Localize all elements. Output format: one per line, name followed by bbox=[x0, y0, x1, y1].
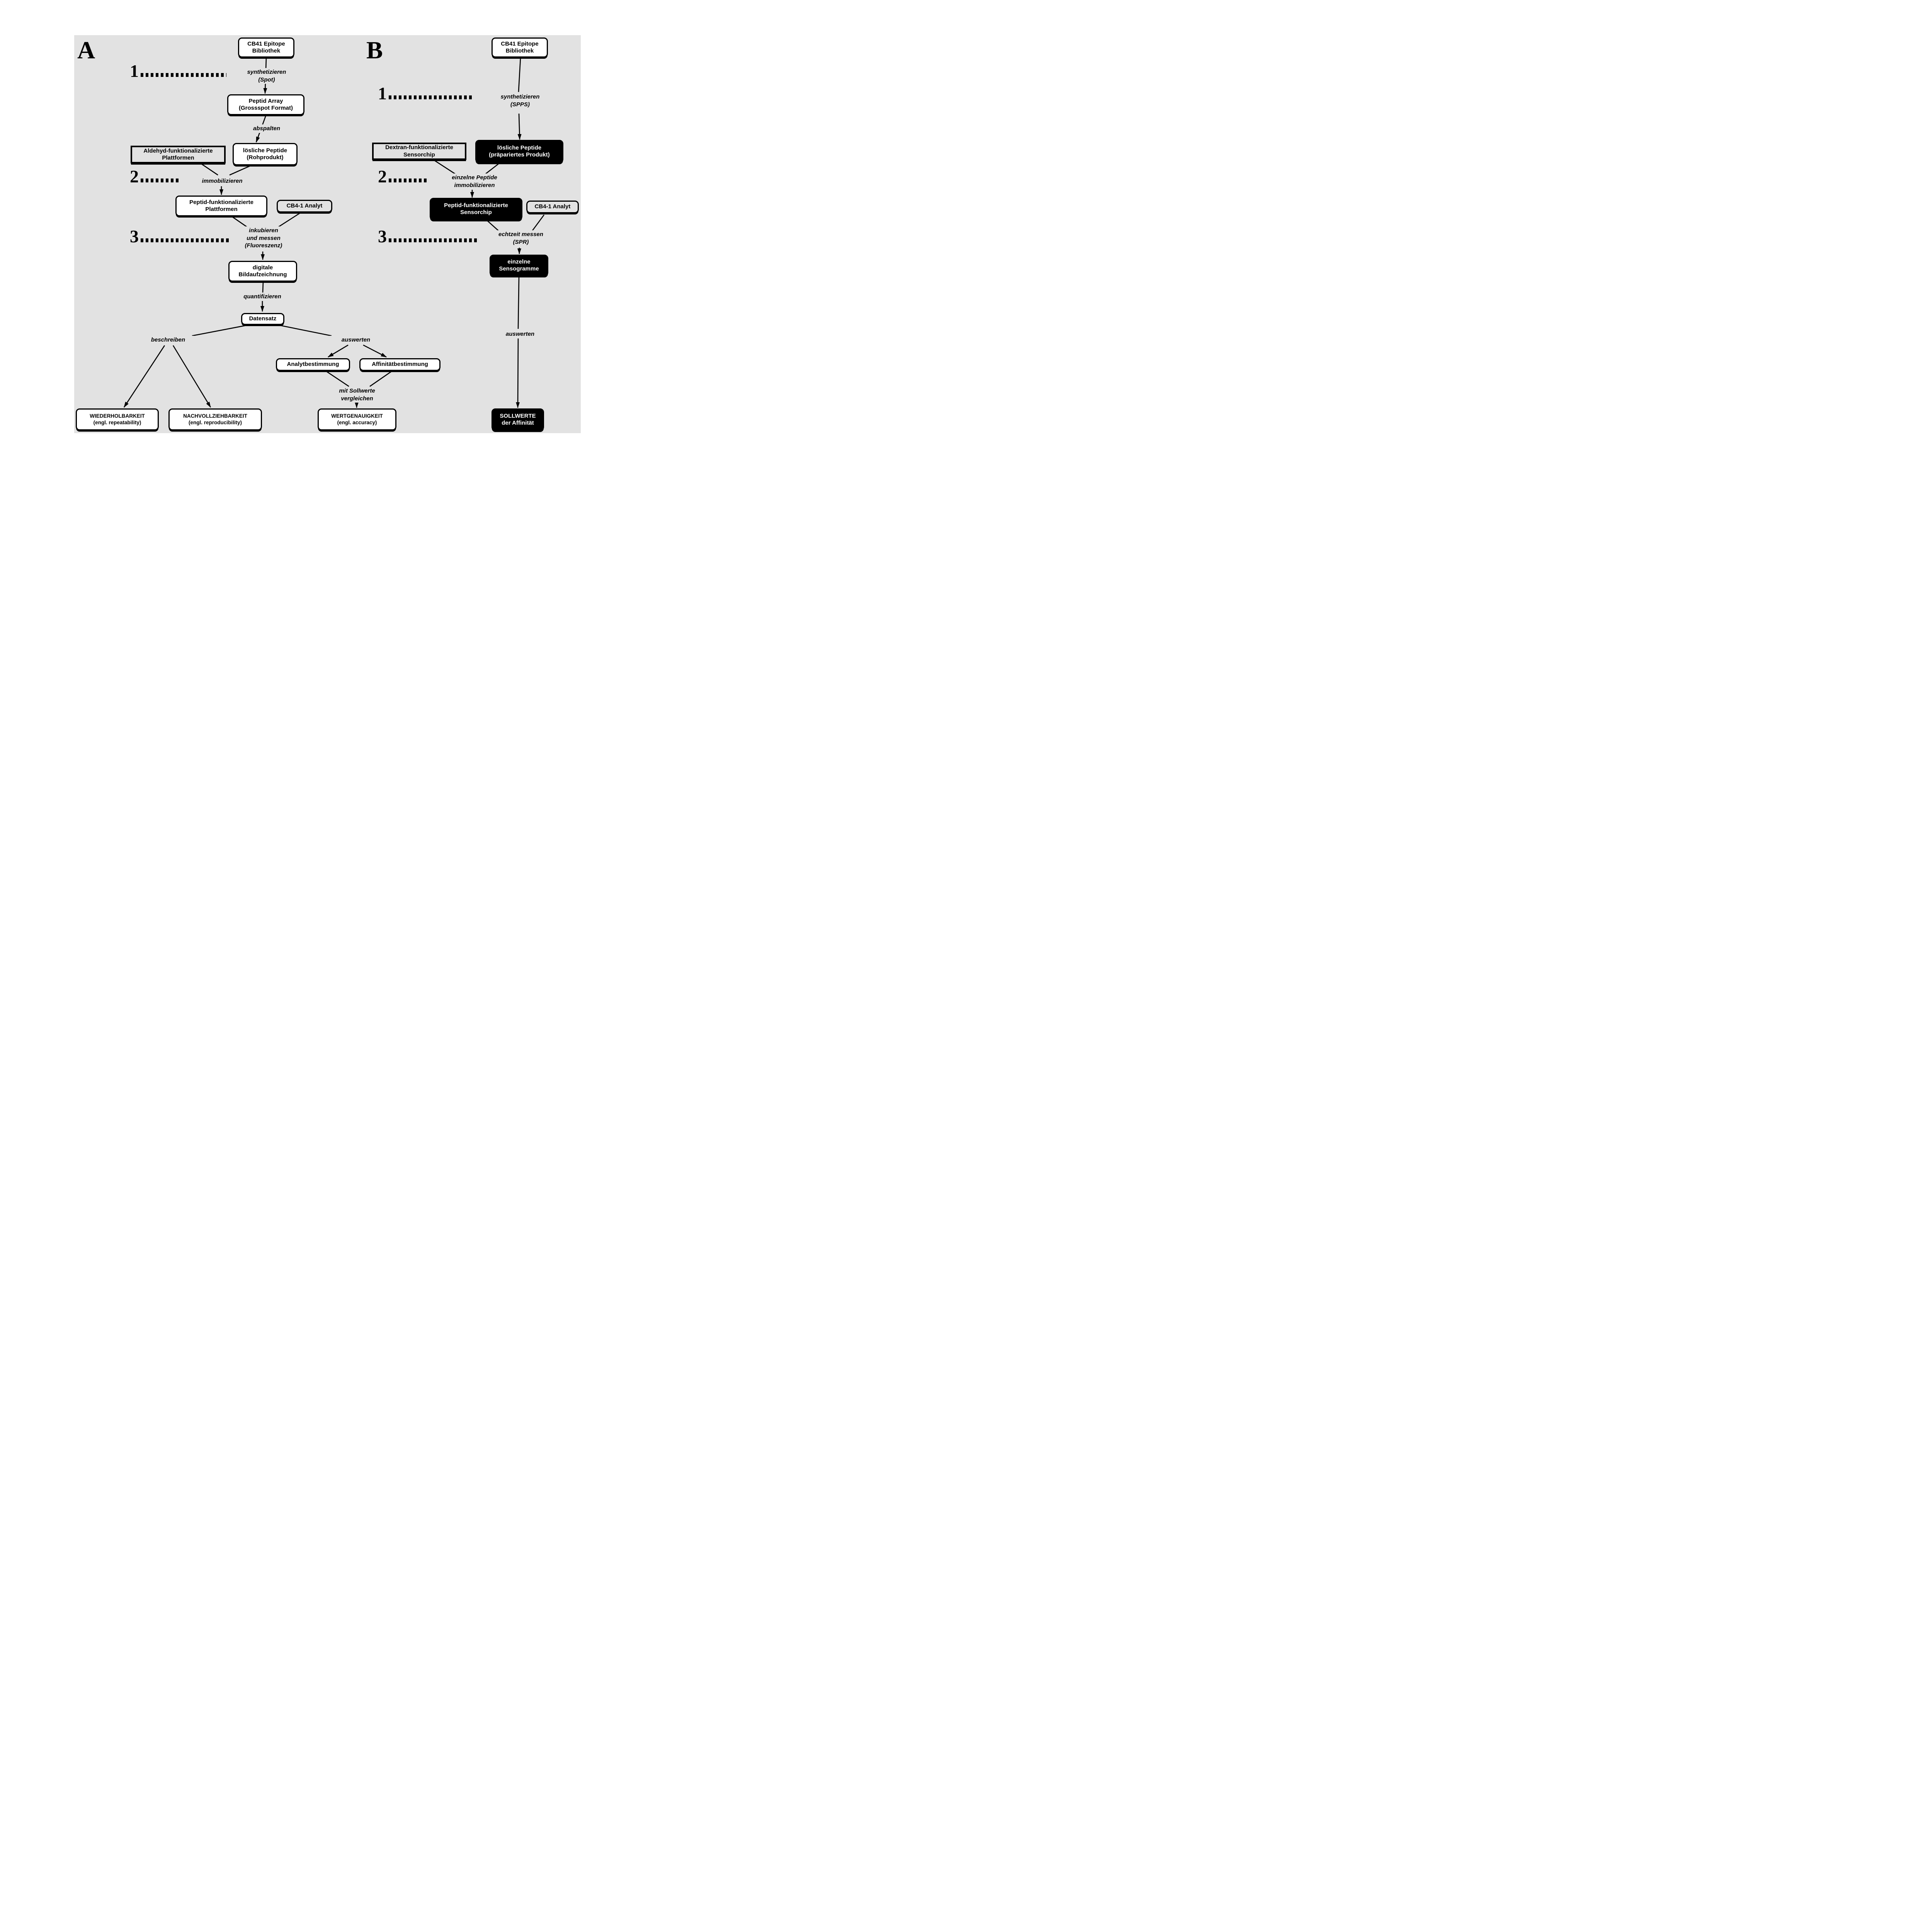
step-number: 3 bbox=[378, 226, 387, 246]
node-loesliche-peptide-praepariert: lösliche Peptide (präpariertes Produkt) bbox=[475, 140, 563, 163]
node-peptid-array: Peptid Array (Grossspot Format) bbox=[227, 94, 304, 115]
step-1-a: 1 bbox=[130, 61, 226, 81]
flow-label-quantifizieren: quantifizieren bbox=[233, 293, 292, 301]
step-3-a: 3 bbox=[130, 226, 231, 246]
flow-label-beschreiben: beschreiben bbox=[138, 336, 198, 344]
node-einzelne-sensogramme: einzelne Sensogramme bbox=[490, 255, 548, 276]
node-cb41-analyt-a: CB4-1 Analyt bbox=[277, 200, 332, 213]
node-cb41-epitope-library-b: CB41 Epitope Bibliothek bbox=[492, 37, 548, 58]
flow-label-synthetizieren-spot: synthetizieren (Spot) bbox=[227, 68, 306, 84]
step-1-b: 1 bbox=[378, 83, 472, 103]
flow-label-auswerten-a: auswerten bbox=[326, 336, 386, 344]
node-dextran-sensorchip: Dextran-funktionalizierte Sensorchip bbox=[372, 143, 466, 160]
flow-diagram: A B 1 2 3 1 2 3 CB41 Epitope Bibliothek … bbox=[0, 0, 597, 446]
node-wiederholbarkeit: WIEDERHOLBARKEIT (engl. repeatability) bbox=[76, 408, 159, 430]
flow-label-abspalten: abspalten bbox=[237, 124, 296, 133]
node-peptid-plattformen: Peptid-funktionalizierte Plattformen bbox=[175, 196, 267, 216]
flow-label-inkubieren-messen: inkubieren und messen (Fluoreszenz) bbox=[234, 226, 293, 250]
node-loesliche-peptide-rohprodukt: lösliche Peptide (Rohprodukt) bbox=[233, 143, 298, 165]
node-wertgenauigkeit: WERTGENAUIGKEIT (engl. accuracy) bbox=[318, 408, 396, 430]
dotted-leader bbox=[389, 179, 429, 183]
step-2-a: 2 bbox=[130, 167, 179, 186]
step-number: 1 bbox=[378, 83, 387, 103]
node-digitale-bildaufzeichnung: digitale Bildaufzeichnung bbox=[228, 261, 297, 282]
node-sollwerte-der-affinitaet: SOLLWERTE der Affinität bbox=[492, 408, 544, 431]
node-peptid-sensorchip: Peptid-funktionalizierte Sensorchip bbox=[430, 198, 522, 220]
node-affinitaetbestimmung: Affinitätbestimmung bbox=[359, 358, 440, 371]
flow-label-echtzeit-messen-spr: echtzeit messen (SPR) bbox=[485, 230, 556, 246]
node-aldehyd-plattformen: Aldehyd-funktionalizierte Plattformen bbox=[131, 146, 226, 163]
dotted-leader bbox=[141, 179, 179, 183]
dotted-leader bbox=[141, 73, 226, 77]
node-analytbestimmung: Analytbestimmung bbox=[276, 358, 350, 371]
step-number: 2 bbox=[130, 167, 139, 186]
flow-label-mit-sollwerte-vergleichen: mit Sollwerte vergleichen bbox=[327, 387, 387, 403]
flow-label-einzelne-peptide-immobilizieren: einzelne Peptide immobilizieren bbox=[439, 173, 510, 189]
step-3-b: 3 bbox=[378, 226, 477, 246]
step-number: 2 bbox=[378, 167, 387, 186]
node-nachvollziehbarkeit: NACHVOLLZIEHBARKEIT (engl. reproducibili… bbox=[168, 408, 262, 430]
dotted-leader bbox=[389, 95, 472, 100]
step-number: 3 bbox=[130, 226, 139, 246]
node-datensatz: Datensatz bbox=[241, 313, 284, 325]
step-number: 1 bbox=[130, 61, 139, 81]
panel-letter-a: A bbox=[77, 36, 95, 64]
step-2-b: 2 bbox=[378, 167, 429, 186]
node-cb41-analyt-b: CB4-1 Analyt bbox=[526, 201, 579, 213]
flow-label-synthetizieren-spps: synthetizieren (SPPS) bbox=[481, 93, 560, 109]
connector-lines bbox=[123, 58, 545, 408]
node-cb41-epitope-library-a: CB41 Epitope Bibliothek bbox=[238, 37, 294, 58]
dotted-leader bbox=[389, 238, 477, 243]
dotted-leader bbox=[141, 238, 231, 243]
flow-label-immobilizieren-a: immobilizieren bbox=[192, 177, 252, 185]
flow-label-auswerten-b: auswerten bbox=[490, 330, 550, 338]
panel-letter-b: B bbox=[366, 36, 383, 64]
